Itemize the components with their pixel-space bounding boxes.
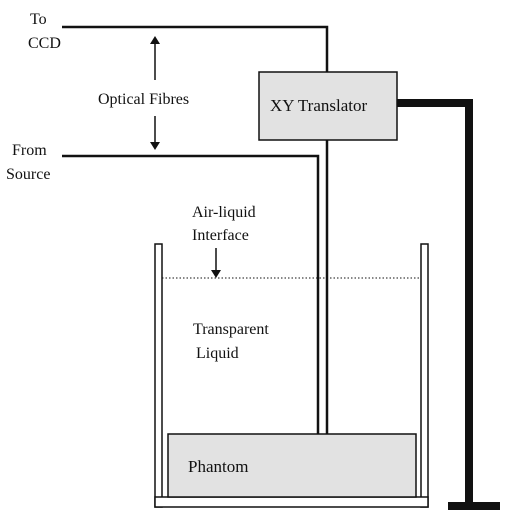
label-interface: Interface [192, 227, 249, 244]
label-transparent: Transparent [193, 321, 269, 338]
label-liquid: Liquid [196, 345, 239, 362]
label-source: Source [6, 166, 51, 183]
tank-left-wall [154, 243, 163, 508]
label-xy-translator: XY Translator [270, 96, 368, 115]
label-air-liquid: Air-liquid [192, 204, 256, 221]
tank-right-wall [420, 243, 429, 508]
label-ccd: CCD [28, 35, 61, 52]
phantom-block [167, 433, 417, 498]
support-arm [397, 99, 473, 506]
tank-bottom [154, 496, 429, 508]
label-optical-fibres: Optical Fibres [98, 91, 190, 108]
fibre-from-source [62, 154, 320, 436]
label-phantom: Phantom [188, 457, 249, 476]
xy-translator-box [258, 71, 398, 141]
fibre-to-ccd [62, 25, 329, 75]
label-from: From [12, 142, 47, 159]
label-to: To [30, 11, 47, 28]
